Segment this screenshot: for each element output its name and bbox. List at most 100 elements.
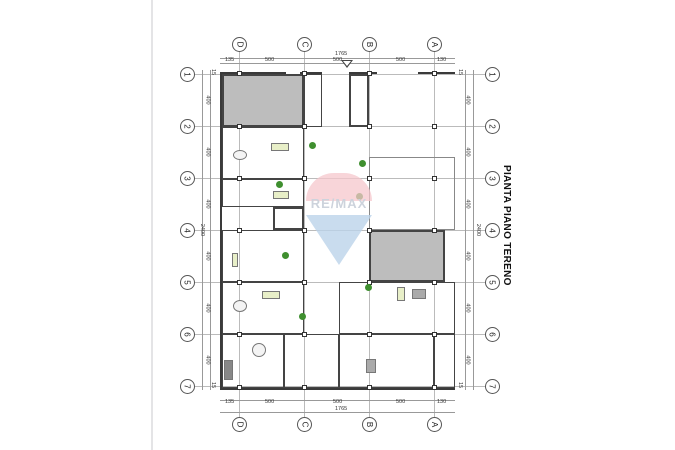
dimension-bottom-seg-4: 500 bbox=[396, 399, 406, 405]
structural-column bbox=[367, 332, 372, 337]
furniture-table bbox=[412, 289, 426, 299]
room-open-space-east bbox=[369, 157, 455, 230]
dimension-top-seg-3: 500 bbox=[333, 57, 343, 63]
dimension-left-seg-2: 400 bbox=[204, 147, 211, 157]
structural-column bbox=[432, 176, 437, 181]
structural-column bbox=[237, 385, 242, 390]
structural-column bbox=[237, 332, 242, 337]
dimension-top-seg-1: 135 bbox=[225, 57, 235, 63]
furniture-desk bbox=[273, 191, 289, 199]
plant-icon bbox=[359, 160, 366, 167]
dimension-line-right-segments bbox=[465, 70, 466, 390]
structural-column bbox=[237, 176, 242, 181]
grid-axis-d bbox=[239, 52, 240, 417]
structural-column bbox=[432, 124, 437, 129]
grid-row-bubble-left-3: 3 bbox=[180, 171, 195, 186]
grid-row-bubble-right-6: 6 bbox=[485, 327, 500, 342]
structural-column bbox=[367, 176, 372, 181]
grid-column-bubble-top-a: A bbox=[427, 37, 442, 52]
dimension-left-total: 2400 bbox=[199, 223, 206, 237]
dimension-right-edge-top: 15 bbox=[457, 68, 464, 76]
furniture-cabinet bbox=[224, 360, 233, 380]
dimension-line-left-total bbox=[202, 70, 203, 390]
furniture-desk bbox=[397, 287, 405, 301]
structural-column bbox=[302, 385, 307, 390]
dimension-line-bottom-total bbox=[220, 412, 455, 413]
grid-axis-7 bbox=[195, 386, 485, 387]
plant-icon bbox=[309, 142, 316, 149]
plant-icon bbox=[276, 181, 283, 188]
grid-column-bubble-bottom-d: D bbox=[232, 417, 247, 432]
structural-column bbox=[432, 228, 437, 233]
dimension-right-total: 2400 bbox=[475, 223, 482, 237]
grid-row-bubble-left-7: 7 bbox=[180, 379, 195, 394]
dimension-top-seg-2: 500 bbox=[265, 57, 275, 63]
grid-column-bubble-bottom-c: C bbox=[297, 417, 312, 432]
grid-axis-c bbox=[304, 52, 305, 417]
structural-column bbox=[432, 332, 437, 337]
room-office-5-east bbox=[339, 282, 455, 334]
structural-column bbox=[302, 176, 307, 181]
grid-row-bubble-left-2: 2 bbox=[180, 119, 195, 134]
structural-column bbox=[237, 280, 242, 285]
exterior-wall-north-3 bbox=[349, 72, 377, 74]
dimension-top-total: 1765 bbox=[335, 51, 348, 57]
room-toilet bbox=[273, 207, 304, 230]
dimension-bottom-total: 1765 bbox=[335, 406, 348, 412]
grid-axis-2 bbox=[195, 126, 485, 127]
structural-column bbox=[432, 71, 437, 76]
structural-column bbox=[302, 124, 307, 129]
shaded-area-north-west bbox=[222, 74, 304, 127]
dimension-right-seg-1: 400 bbox=[464, 95, 471, 105]
grid-row-bubble-right-1: 1 bbox=[485, 67, 500, 82]
structural-column bbox=[302, 71, 307, 76]
structural-column bbox=[302, 280, 307, 285]
grid-column-bubble-bottom-a: A bbox=[427, 417, 442, 432]
dimension-left-seg-4: 400 bbox=[204, 251, 211, 261]
dimension-left-seg-5: 400 bbox=[204, 303, 211, 313]
grid-row-bubble-right-3: 3 bbox=[485, 171, 500, 186]
grid-column-bubble-top-b: B bbox=[362, 37, 377, 52]
dimension-bottom-seg-3: 500 bbox=[333, 399, 343, 405]
structural-column bbox=[432, 385, 437, 390]
dimension-right-seg-3: 400 bbox=[464, 199, 471, 209]
dimension-bottom-seg-2: 500 bbox=[265, 399, 275, 405]
exterior-wall-south bbox=[220, 388, 455, 390]
dimension-right-edge-bottom: 15 bbox=[457, 381, 464, 389]
furniture-table bbox=[366, 359, 376, 373]
furniture-desk bbox=[271, 143, 289, 151]
grid-row-bubble-right-5: 5 bbox=[485, 275, 500, 290]
dimension-line-right-total bbox=[473, 70, 474, 390]
dimension-line-left-segments bbox=[210, 70, 211, 390]
grid-row-bubble-right-2: 2 bbox=[485, 119, 500, 134]
dimension-line-bottom-segments bbox=[220, 400, 455, 401]
page-divider-line bbox=[151, 0, 153, 450]
dimension-right-seg-6: 400 bbox=[464, 355, 471, 365]
structural-column bbox=[237, 228, 242, 233]
grid-row-bubble-left-1: 1 bbox=[180, 67, 195, 82]
dimension-bottom-seg-5: 130 bbox=[437, 399, 447, 405]
room-stair-east bbox=[434, 334, 455, 388]
grid-row-bubble-left-6: 6 bbox=[180, 327, 195, 342]
room-office-4 bbox=[222, 230, 304, 282]
furniture-table bbox=[233, 150, 247, 160]
furniture-table bbox=[233, 300, 247, 312]
structural-column bbox=[367, 124, 372, 129]
remax-logo-balloon-bottom bbox=[306, 215, 372, 265]
dimension-right-seg-5: 400 bbox=[464, 303, 471, 313]
room-office-6 bbox=[222, 334, 284, 388]
room-storage-north bbox=[349, 74, 369, 127]
grid-column-bubble-top-d: D bbox=[232, 37, 247, 52]
room-service-6 bbox=[284, 334, 339, 388]
grid-column-bubble-top-c: C bbox=[297, 37, 312, 52]
room-office-5 bbox=[222, 282, 304, 334]
grid-row-bubble-right-4: 4 bbox=[485, 223, 500, 238]
north-arrow-icon bbox=[341, 60, 353, 68]
exterior-wall-west bbox=[220, 72, 222, 390]
structural-column bbox=[237, 71, 242, 76]
room-office-2 bbox=[222, 127, 304, 179]
room-office-6-east bbox=[339, 334, 434, 388]
dimension-top-seg-5: 130 bbox=[437, 57, 447, 63]
furniture-desk bbox=[262, 291, 280, 299]
room-corridor-north bbox=[304, 74, 322, 127]
